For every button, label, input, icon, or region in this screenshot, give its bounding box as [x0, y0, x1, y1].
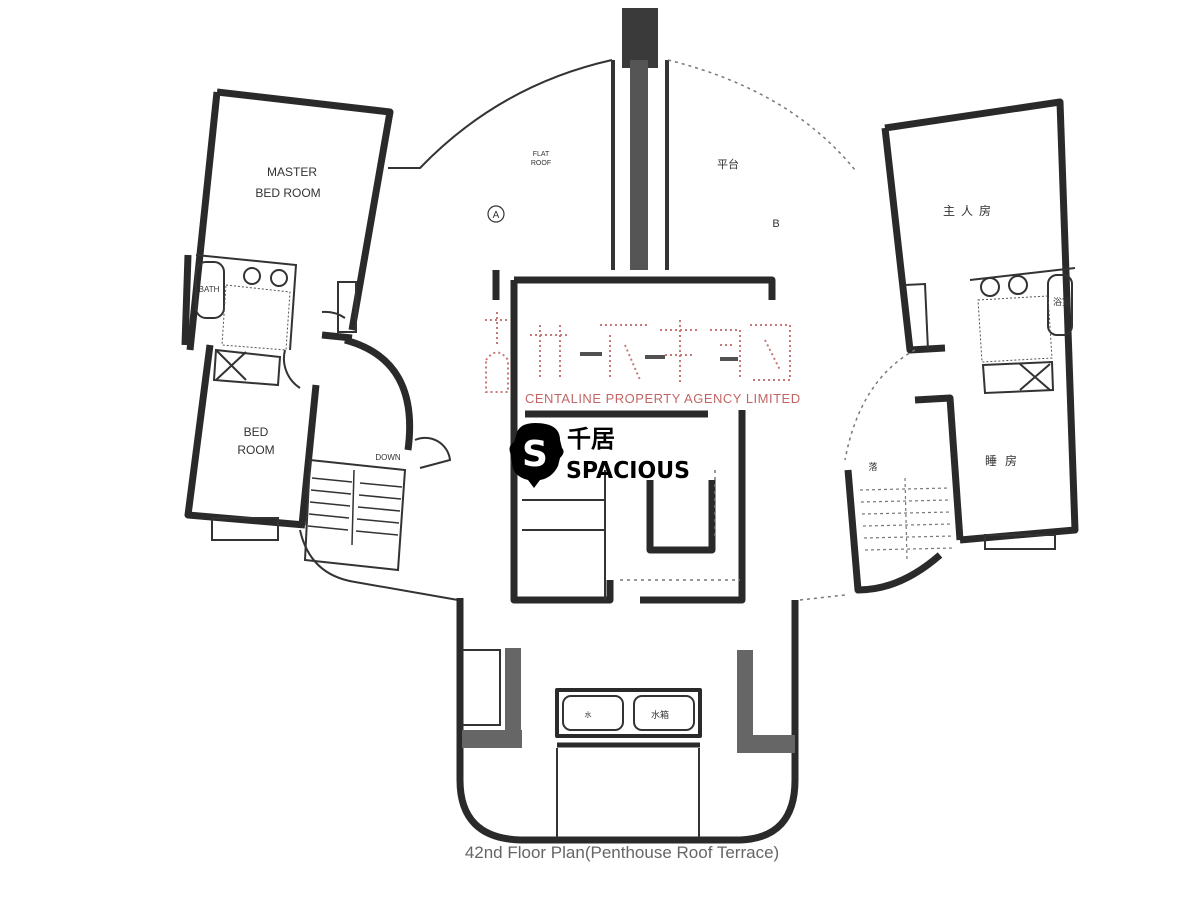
center-core: [492, 270, 776, 604]
label-tank-left: 水: [585, 710, 592, 719]
logo-letter: S: [522, 434, 548, 475]
right-staircase: [859, 477, 956, 561]
label-down: DOWN: [375, 453, 401, 462]
label-flat-roof-2: ROOF: [531, 160, 551, 167]
label-flat-roof-zh: 平台: [717, 157, 739, 171]
label-bath-zh: 浴室: [1053, 296, 1071, 307]
logo-badge-icon: [509, 423, 564, 488]
marker-b: B: [772, 218, 779, 230]
flat-roof-arc-left: [388, 59, 613, 169]
logo-chinese: 千居: [567, 425, 615, 453]
logo-english: SPACIOUS: [566, 458, 690, 484]
spacious-logo: S 千居 SPACIOUS: [509, 423, 690, 488]
label-bath: BATH: [199, 285, 220, 294]
roof-terrace: [456, 598, 799, 844]
left-staircase: [307, 469, 403, 546]
label-flat-roof-1: FLAT: [533, 151, 550, 158]
centaline-watermark: CENTALINE PROPERTY AGENCY LIMITED: [485, 312, 801, 406]
label-stair-zh: 落: [868, 461, 877, 472]
central-column: [611, 8, 669, 270]
right-wing: [799, 98, 1079, 601]
watermark-agency-name: CENTALINE PROPERTY AGENCY LIMITED: [525, 391, 801, 406]
label-bedroom-1: BED: [244, 425, 269, 439]
flat-roof-arc-right: [667, 59, 856, 171]
bathtub: [195, 261, 225, 319]
label-master-bedroom-1: MASTER: [267, 165, 317, 179]
left-wing: [181, 88, 459, 601]
water-tank-left: [562, 695, 624, 731]
label-bedroom-2: ROOM: [237, 443, 274, 457]
label-bedroom-zh: 睡房: [985, 453, 1025, 468]
label-master-bedroom-zh: 主人房: [943, 203, 997, 218]
marker-a-circle: [487, 205, 505, 223]
marker-a: A: [493, 210, 500, 221]
water-tank-right: [633, 695, 695, 731]
plan-caption: 42nd Floor Plan(Penthouse Roof Terrace): [465, 843, 779, 862]
label-water-tank: 水箱: [651, 709, 669, 720]
label-master-bedroom-2: BED ROOM: [255, 186, 320, 200]
